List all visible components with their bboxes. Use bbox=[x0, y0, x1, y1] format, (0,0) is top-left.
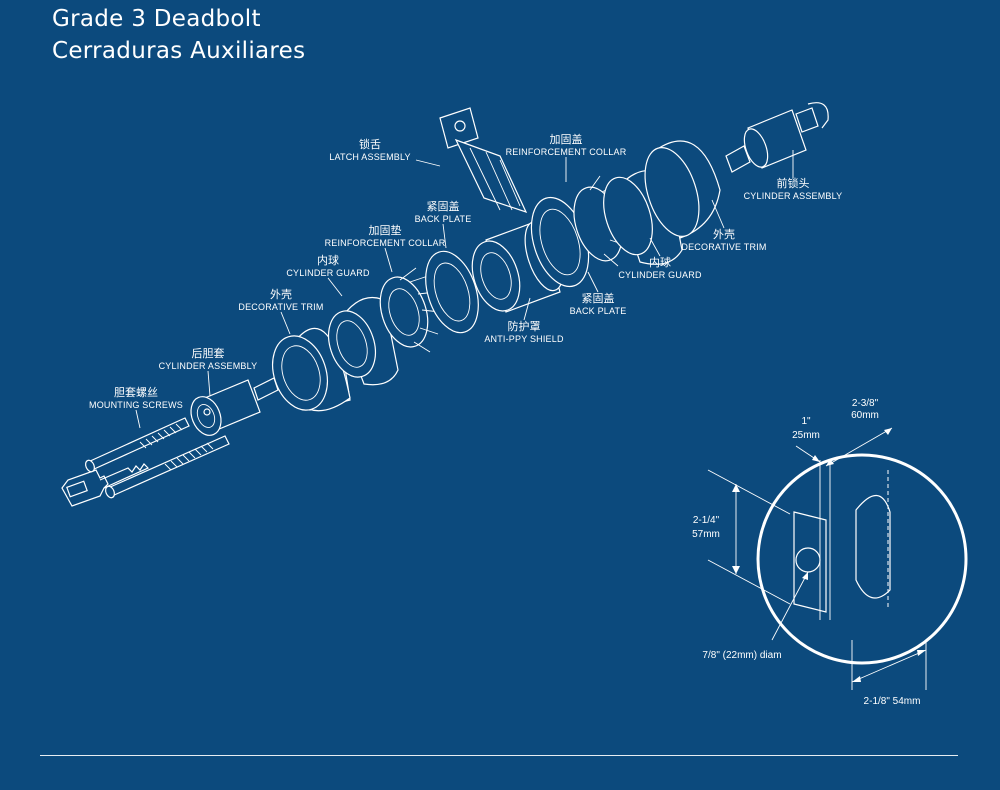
label-cyl-front-zh: 前锁头 bbox=[777, 176, 810, 190]
leader-lines bbox=[135, 150, 794, 429]
label-backplate-rear-zh: 紧固盖 bbox=[427, 199, 460, 213]
label-reinf-collar-front-en: REINFORCEMENT COLLAR bbox=[506, 147, 627, 157]
key bbox=[61, 463, 150, 507]
label-reinf-collar-rear-zh: 加固垫 bbox=[369, 223, 402, 237]
cylinder-assembly-rear bbox=[190, 377, 279, 436]
label-backplate-front-zh: 紧固盖 bbox=[582, 291, 615, 305]
dim-backset-large-mm: 60mm bbox=[851, 410, 879, 421]
label-guard-rear-en: CYLINDER GUARD bbox=[286, 268, 370, 278]
dim-edge-mm: 25mm bbox=[792, 430, 820, 441]
cylinder-guard-rear bbox=[327, 296, 399, 386]
mounting-screws bbox=[85, 417, 230, 499]
label-latch-en: LATCH ASSEMBLY bbox=[329, 152, 411, 162]
label-guard-front-zh: 内球 bbox=[649, 255, 671, 269]
label-shield-en: ANTI-PPY SHIELD bbox=[484, 334, 564, 344]
dim-edge: 1" bbox=[801, 416, 811, 427]
back-plate-rear bbox=[425, 250, 479, 334]
label-guard-rear-zh: 内球 bbox=[317, 253, 339, 267]
dim-bolt-hole: 7/8" (22mm) diam bbox=[702, 650, 781, 661]
dim-bore: 2-1/8" 54mm bbox=[864, 696, 921, 707]
label-reinf-collar-front-zh: 加固盖 bbox=[550, 132, 583, 146]
dimension-detail: 2-3/8" 60mm 1" 25mm 2-1/4" 57mm 7/8" (22… bbox=[692, 398, 968, 707]
title-line-1: Grade 3 Deadbolt bbox=[52, 6, 261, 32]
label-shield-zh: 防护罩 bbox=[508, 319, 541, 333]
label-cyl-rear-zh: 后胆套 bbox=[192, 347, 225, 360]
dim-backset-large: 2-3/8" bbox=[852, 398, 879, 409]
cylinder-assembly-front bbox=[725, 102, 829, 173]
label-trim-rear-en: DECORATIVE TRIM bbox=[238, 302, 323, 312]
decorative-trim-front bbox=[644, 140, 721, 239]
part-labels: 锁舌 LATCH ASSEMBLY 加固盖 REINFORCEMENT COLL… bbox=[89, 132, 842, 410]
label-trim-front-zh: 外壳 bbox=[713, 227, 735, 241]
footer-divider bbox=[40, 755, 958, 756]
label-trim-front-en: DECORATIVE TRIM bbox=[681, 242, 766, 252]
label-cyl-rear-en: CYLINDER ASSEMBLY bbox=[159, 361, 258, 371]
dim-height-mm: 57mm bbox=[692, 529, 720, 540]
dim-height: 2-1/4" bbox=[693, 515, 720, 526]
label-cyl-front-en: CYLINDER ASSEMBLY bbox=[744, 191, 843, 201]
label-backplate-rear-en: BACK PLATE bbox=[415, 214, 472, 224]
label-backplate-front-en: BACK PLATE bbox=[570, 306, 627, 316]
label-screws-en: MOUNTING SCREWS bbox=[89, 400, 183, 410]
label-trim-rear-zh: 外壳 bbox=[270, 287, 292, 301]
latch-assembly bbox=[439, 107, 528, 214]
label-screws-zh: 胆套螺丝 bbox=[114, 386, 158, 399]
label-reinf-collar-rear-en: REINFORCEMENT COLLAR bbox=[325, 238, 446, 248]
label-guard-front-en: CYLINDER GUARD bbox=[618, 270, 702, 280]
label-latch-zh: 锁舌 bbox=[359, 137, 381, 151]
door-bore-circle bbox=[756, 453, 968, 665]
reinforcement-collar-rear bbox=[379, 267, 441, 353]
title-line-2: Cerraduras Auxiliares bbox=[52, 38, 306, 64]
